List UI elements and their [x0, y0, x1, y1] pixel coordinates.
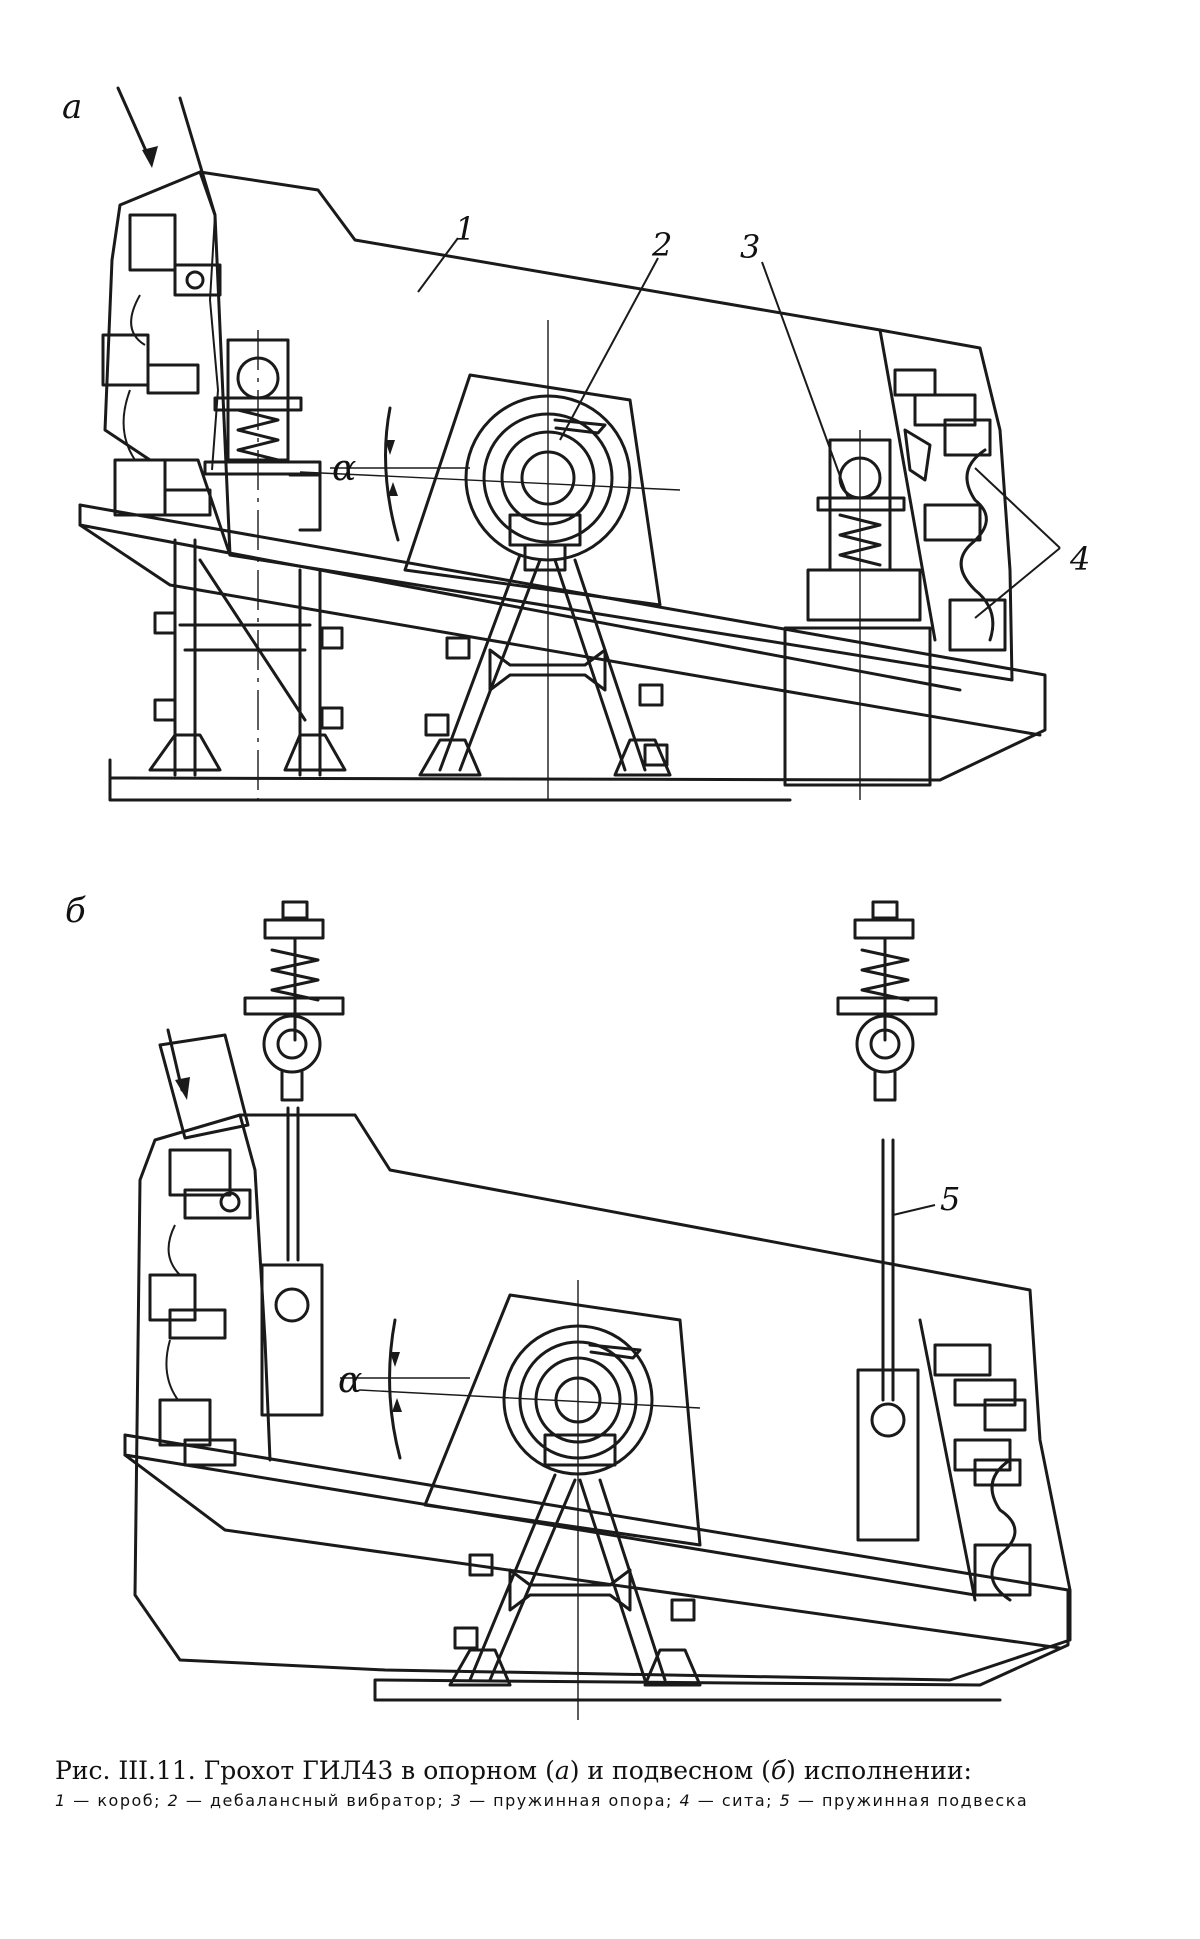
base-frame-a [80, 505, 1045, 800]
screen-suspended-version-drawing: б [0, 880, 1200, 1740]
callout-3: 3 [740, 228, 760, 266]
spring-hanger-right [838, 902, 936, 1540]
legend-text-1: — короб; [67, 1791, 168, 1810]
caption-b-letter: б [771, 1756, 786, 1785]
screen-box-a [105, 172, 1012, 680]
callout-1: 1 [455, 210, 475, 248]
callout-2: 2 [651, 226, 672, 264]
screen-clamps-left-b [150, 1150, 250, 1465]
legend-num-2: 2 [168, 1791, 180, 1810]
caption-suffix: ) исполнении: [786, 1756, 972, 1785]
panel-label-b: б [65, 891, 86, 931]
callout-4: 4 [1069, 540, 1090, 578]
legend-text-3: — пружинная опора; [463, 1791, 680, 1810]
legend-text-4: — сита; [691, 1791, 779, 1810]
angle-label-b: α [338, 1360, 362, 1401]
callout-5: 5 [940, 1180, 960, 1218]
figure-caption: Рис. III.11. Грохот ГИЛ43 в опорном (а) … [55, 1755, 1165, 1811]
legend-text-5: — пружинная подвеска [791, 1791, 1028, 1810]
caption-prefix: Рис. III.11. Грохот ГИЛ43 в опорном ( [55, 1756, 555, 1785]
feed-arrow-a [118, 88, 215, 215]
legend-num-1: 1 [55, 1791, 67, 1810]
screen-support-version-drawing: а [0, 0, 1200, 820]
feed-chute-b [160, 1030, 248, 1138]
legend-text-2: — дебалансный вибратор; [179, 1791, 451, 1810]
caption-middle: ) и подвесном ( [570, 1756, 771, 1785]
legend-num-4: 4 [679, 1791, 691, 1810]
vibrator-a [300, 320, 680, 800]
vibrator-b [360, 1280, 700, 1720]
caption-a-letter: а [555, 1756, 570, 1785]
angle-label-a: α [332, 448, 356, 489]
caption-legend: 1 — короб; 2 — дебалансный вибратор; 3 —… [55, 1791, 1165, 1811]
legend-num-3: 3 [451, 1791, 463, 1810]
legend-num-5: 5 [780, 1791, 792, 1810]
caption-title: Рис. III.11. Грохот ГИЛ43 в опорном (а) … [55, 1755, 1165, 1787]
spring-hanger-left [245, 902, 343, 1415]
base-trough-b [125, 1435, 1068, 1700]
support-stand-left [150, 540, 345, 775]
tilt-angle-a: α [330, 408, 470, 540]
tilt-angle-b: α [338, 1320, 470, 1458]
panel-label-a: а [62, 87, 82, 127]
callouts-b: 5 [893, 1180, 960, 1218]
